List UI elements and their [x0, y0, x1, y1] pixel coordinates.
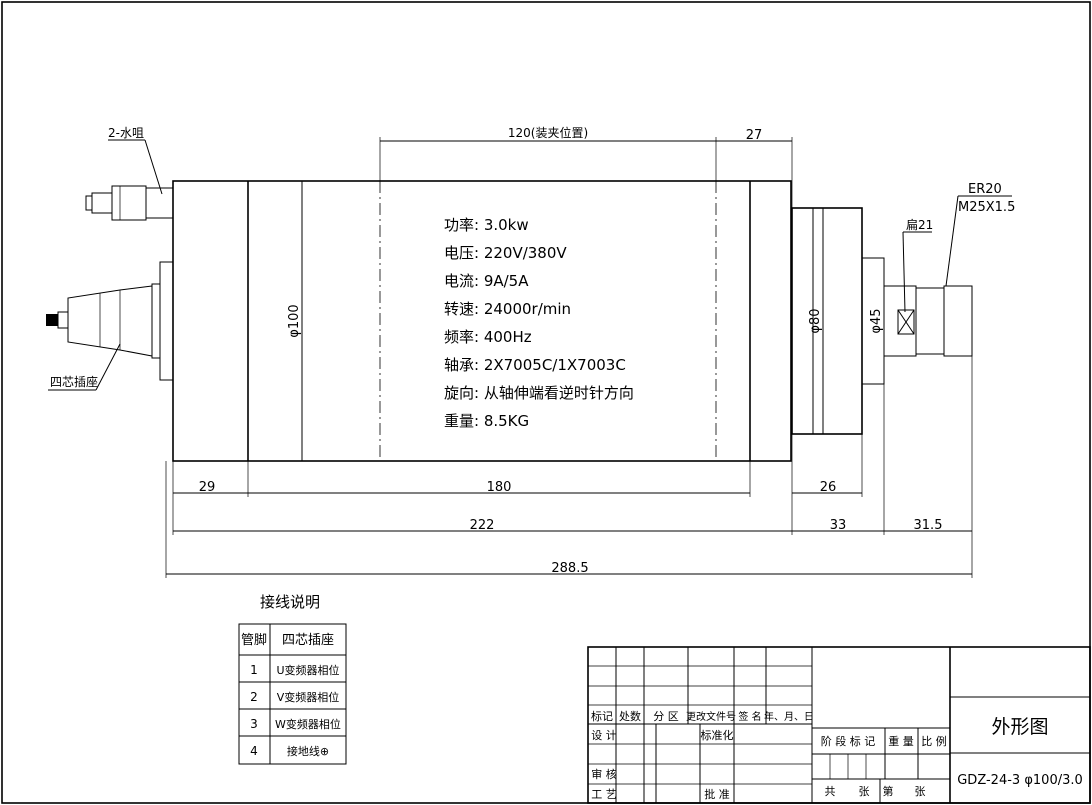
- tb-design: 设 计: [591, 729, 617, 742]
- dim-d100: φ100: [287, 304, 302, 337]
- spec-power: 功率: 3.0kw: [444, 216, 529, 234]
- wiring-header-socket: 四芯插座: [282, 633, 334, 648]
- spec-list: 功率: 3.0kw 电压: 220V/380V 电流: 9A/5A 转速: 24…: [444, 216, 634, 430]
- callout-labels: 2-水咀 四芯插座 ER20 M25X1.5 扁21: [50, 126, 1015, 389]
- dimension-lines: [165, 137, 973, 578]
- drawing-name: 外形图: [991, 716, 1048, 738]
- tb-signature: 签 名: [738, 710, 761, 723]
- tb-standard: 标准化: [701, 728, 734, 742]
- wiring-pin-2: 2: [250, 690, 258, 704]
- spec-current: 电流: 9A/5A: [444, 272, 529, 290]
- wiring-header-pin: 管脚: [241, 632, 267, 648]
- spec-voltage: 电压: 220V/380V: [444, 244, 567, 262]
- water-nozzle-outline: [85, 185, 174, 221]
- wiring-pin-1: 1: [250, 663, 258, 677]
- spec-rotation: 旋向: 从轴伸端看逆时针方向: [444, 384, 634, 402]
- dim-d45: φ45: [869, 308, 884, 333]
- spindle-outline: [172, 180, 973, 462]
- tb-sheets-2: 张: [915, 785, 926, 798]
- tb-approve: 批 准: [704, 787, 730, 801]
- dim-29: 29: [199, 480, 216, 495]
- wiring-func-2: V变频器相位: [277, 690, 340, 704]
- dim-d80: φ80: [808, 308, 823, 333]
- tb-total: 共: [825, 785, 836, 798]
- tb-process: 工 艺: [591, 788, 617, 801]
- dim-120: 120(装夹位置): [508, 125, 588, 140]
- tb-weight: 重 量: [888, 734, 914, 748]
- spec-frequency: 频率: 400Hz: [444, 328, 532, 346]
- dim-27: 27: [746, 128, 763, 143]
- tb-sheet-no: 第: [883, 784, 894, 798]
- dim-31-5: 31.5: [914, 518, 943, 533]
- tb-count: 处数: [619, 710, 641, 723]
- wiring-pin-3: 3: [250, 717, 258, 731]
- leader-lines: [48, 139, 1012, 391]
- wiring-title: 接线说明: [260, 593, 320, 611]
- tb-sheets-1: 张: [859, 785, 870, 798]
- wiring-table: 接线说明 管脚 四芯插座 1 U变频器相位 2 V变频器相位 3 W变频器相位 …: [238, 593, 347, 765]
- thread-label: M25X1.5: [958, 200, 1015, 215]
- er20-label: ER20: [968, 182, 1002, 197]
- tb-mark: 标记: [591, 709, 613, 723]
- tb-scale: 比 例: [921, 734, 947, 748]
- dim-180: 180: [487, 480, 512, 495]
- dim-222: 222: [470, 518, 495, 533]
- dim-33: 33: [830, 518, 847, 533]
- dim-26: 26: [820, 480, 837, 495]
- tb-zone: 分 区: [653, 710, 679, 723]
- dim-288-5: 288.5: [551, 561, 588, 576]
- wiring-func-1: U变频器相位: [276, 663, 339, 677]
- title-block: 标记 处数 分 区 更改文件号 签 名 年、月、日 设 计 标准化 审 核 工 …: [587, 646, 1091, 804]
- drawing-code: GDZ-24-3 φ100/3.0: [957, 773, 1083, 788]
- spec-bearing: 轴承: 2X7005C/1X7003C: [444, 356, 626, 374]
- wiring-func-3: W变频器相位: [275, 717, 341, 731]
- center-lines: [379, 181, 717, 461]
- flat-label: 扁21: [906, 218, 933, 232]
- rear-connector-outline: [46, 261, 174, 381]
- tb-date: 年、月、日: [764, 710, 814, 723]
- wiring-func-4: 接地线⊕: [287, 744, 329, 758]
- socket-label: 四芯插座: [50, 374, 98, 389]
- spec-speed: 转速: 24000r/min: [444, 300, 571, 318]
- wiring-pin-4: 4: [250, 744, 258, 758]
- dimension-labels: 120(装夹位置) 27 φ100 φ80 φ45 29 180 26 222 …: [199, 125, 943, 576]
- spec-weight: 重量: 8.5KG: [444, 412, 529, 430]
- tb-review: 审 核: [591, 767, 617, 781]
- tb-stage: 阶 段 标 记: [821, 734, 876, 748]
- tb-change-doc: 更改文件号: [686, 710, 736, 723]
- water-nozzle-label: 2-水咀: [108, 126, 144, 140]
